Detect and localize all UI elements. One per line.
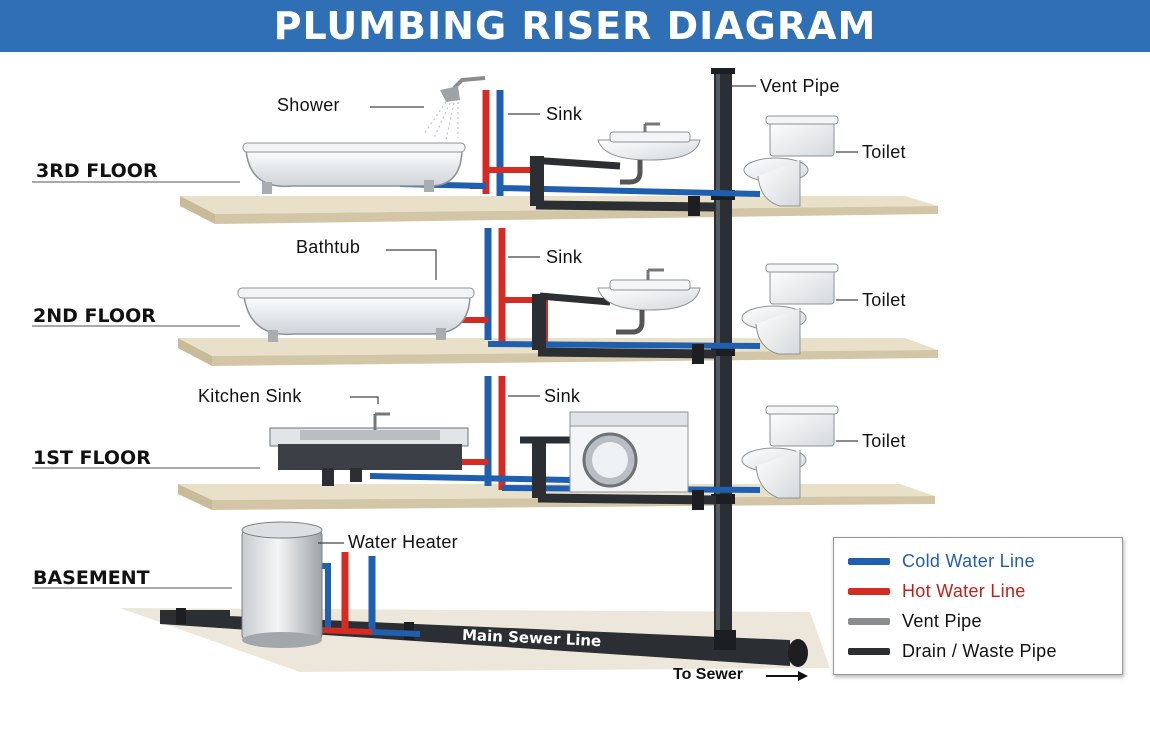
floor2-piping — [460, 228, 761, 364]
legend-item-cold-water: Cold Water Line — [848, 546, 1108, 576]
label-sink-floor2: Sink — [546, 247, 583, 267]
label-kitchen-sink: Kitchen Sink — [198, 386, 302, 406]
label-sink-floor3: Sink — [546, 104, 583, 124]
water-heater-icon — [241, 521, 323, 648]
legend-swatch-cold-water — [848, 557, 890, 565]
label-toilet-floor1: Toilet — [862, 431, 906, 451]
callout-lines — [318, 85, 858, 544]
legend-label-cold-water: Cold Water Line — [902, 550, 1035, 571]
legend-item-vent-pipe: Vent Pipe — [848, 606, 1108, 636]
floor-label-3: 3RD FLOOR — [36, 160, 158, 182]
title-banner: PLUMBING RISER DIAGRAM — [0, 0, 1150, 52]
floor-label-basement: BASEMENT — [33, 567, 150, 589]
toilet-icon-floor2 — [741, 263, 839, 355]
sink-icon-floor3 — [597, 122, 701, 185]
legend-swatch-vent-pipe — [848, 617, 890, 625]
vent-stack — [711, 68, 735, 640]
floor3-piping — [399, 90, 761, 216]
label-to-sewer: To Sewer — [673, 666, 743, 683]
riser-diagram — [32, 68, 938, 681]
legend-label-vent-pipe: Vent Pipe — [902, 610, 982, 631]
page-title: PLUMBING RISER DIAGRAM — [273, 4, 877, 48]
to-sewer-arrow-icon — [766, 671, 808, 681]
shower-head-icon — [423, 76, 486, 141]
label-sink-floor1: Sink — [544, 386, 581, 406]
label-water-heater: Water Heater — [348, 532, 458, 552]
floor-label-2: 2ND FLOOR — [33, 305, 156, 327]
toilet-icon-floor1 — [741, 405, 839, 499]
washing-machine-icon — [569, 411, 689, 493]
sink-icon-floor2 — [597, 268, 701, 335]
label-toilet-floor2: Toilet — [862, 290, 906, 310]
label-shower: Shower — [277, 95, 340, 115]
floor-slab-3 — [180, 196, 938, 224]
legend-swatch-drain-pipe — [848, 647, 890, 655]
legend-label-drain-pipe: Drain / Waste Pipe — [902, 640, 1057, 661]
legend-item-drain-pipe: Drain / Waste Pipe — [848, 636, 1108, 666]
label-toilet-floor3: Toilet — [862, 142, 906, 162]
label-bathtub: Bathtub — [296, 237, 361, 257]
toilet-icon-floor3 — [743, 115, 839, 207]
bathtub-icon-floor2 — [237, 287, 475, 342]
kitchen-sink-icon — [269, 412, 469, 486]
label-vent-pipe: Vent Pipe — [760, 76, 840, 96]
legend-item-hot-water: Hot Water Line — [848, 576, 1108, 606]
legend-label-hot-water: Hot Water Line — [902, 580, 1026, 601]
bathtub-icon-floor3 — [242, 142, 466, 194]
legend-swatch-hot-water — [848, 587, 890, 595]
floor-label-1: 1ST FLOOR — [33, 447, 151, 469]
legend: Cold Water Line Hot Water Line Vent Pipe… — [833, 537, 1123, 675]
